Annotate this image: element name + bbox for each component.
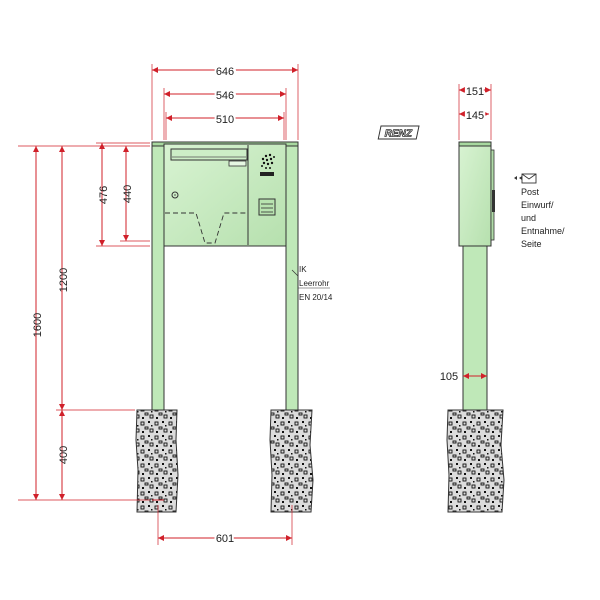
keypad-module <box>258 198 276 216</box>
dim-601: 601 <box>216 533 234 545</box>
right-foundation <box>269 409 314 513</box>
side-label-line3: und <box>521 213 536 223</box>
dim-440: 440 <box>122 185 134 203</box>
dim-145: 145 <box>466 110 484 122</box>
conduit-note: IK Leerrohr EN 20/14 <box>291 265 333 302</box>
side-dimensions: 151 145 105 <box>438 84 492 385</box>
side-label-line4: Entnahme/ <box>521 226 565 236</box>
envelope-icon <box>514 173 537 184</box>
side-top-cap <box>458 141 492 147</box>
letter-slot <box>170 148 248 161</box>
conduit-note-line2: Leerrohr <box>299 279 330 288</box>
logo-text: RENZ <box>384 129 414 140</box>
side-foundation <box>446 409 505 513</box>
dim-546: 546 <box>216 90 234 102</box>
side-mailbox-body <box>458 142 492 247</box>
dim-1600: 1600 <box>32 313 44 337</box>
dim-105: 105 <box>440 371 458 383</box>
dim-476: 476 <box>98 186 110 204</box>
camera-module-icon <box>260 172 274 176</box>
side-post <box>462 245 488 415</box>
side-label: Post Einwurf/ und Entnahme/ Seite <box>514 173 565 249</box>
side-label-line5: Seite <box>521 239 542 249</box>
dim-646: 646 <box>216 66 234 78</box>
lock-icon <box>171 191 179 199</box>
dim-400: 400 <box>58 446 70 464</box>
hidden-compartment-line <box>165 212 247 244</box>
side-label-line2: Einwurf/ <box>521 200 554 210</box>
mailbox-body <box>163 143 287 247</box>
left-post <box>151 142 165 414</box>
left-foundation <box>135 409 179 513</box>
conduit-note-line1: IK <box>299 265 307 274</box>
speaker-grille-icon <box>261 153 275 169</box>
name-plate <box>228 160 247 167</box>
side-label-line1: Post <box>521 187 540 197</box>
conduit-note-line3: EN 20/14 <box>299 293 333 302</box>
side-handle <box>492 190 495 212</box>
right-post <box>285 142 299 414</box>
front-view <box>135 141 314 513</box>
dim-510: 510 <box>216 114 234 126</box>
dim-1200: 1200 <box>58 268 70 292</box>
renz-logo-icon: RENZ <box>377 125 420 140</box>
front-dimensions: 646 546 510 476 440 1200 1600 <box>18 64 299 547</box>
side-view <box>446 141 505 513</box>
dim-151: 151 <box>466 86 484 98</box>
